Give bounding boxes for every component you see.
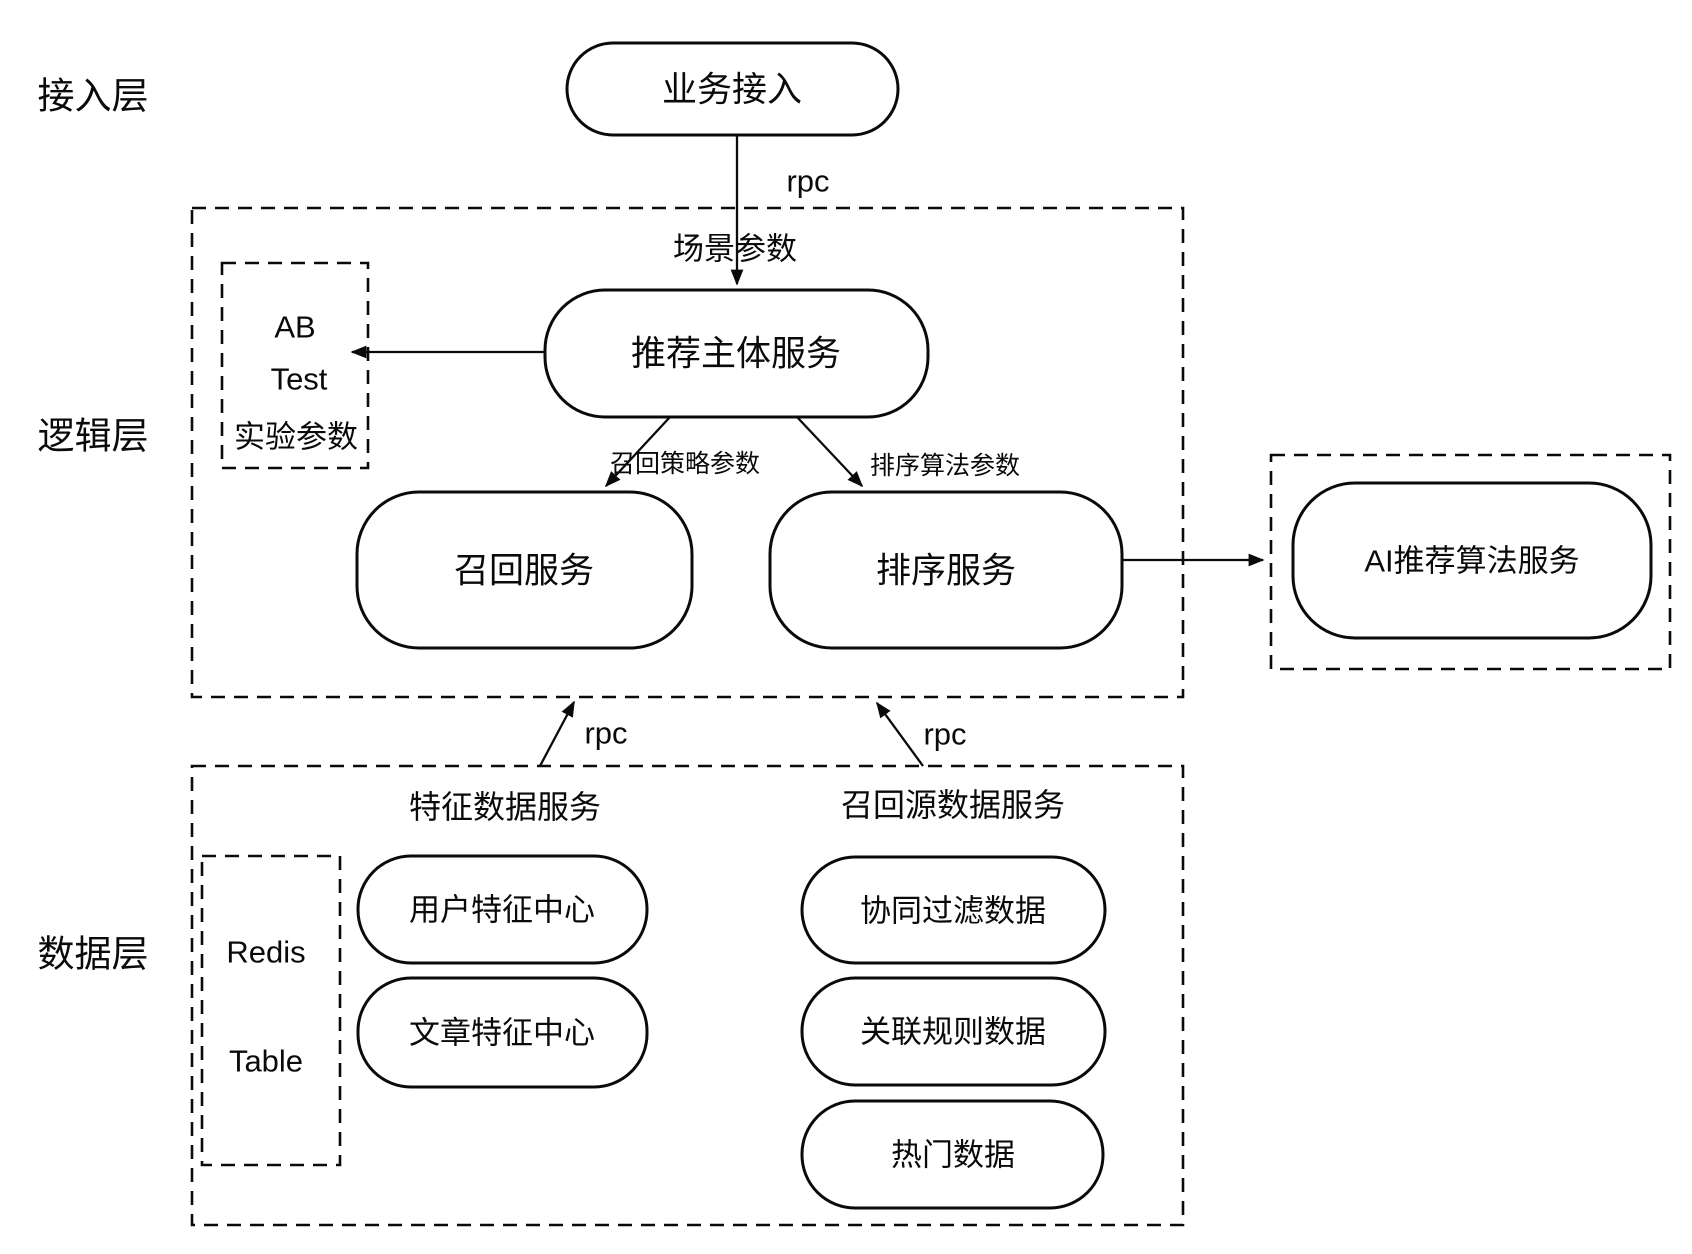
redis-label: Redis (226, 935, 305, 970)
rpc-feature-label: rpc (584, 716, 627, 751)
scene-params-label: 场景参数 (673, 232, 797, 267)
ab-test-box (220, 261, 370, 470)
recall-source-data-service-header: 召回源数据服务 (841, 787, 1065, 823)
node-recommend-main (543, 288, 930, 419)
node-user-feature (356, 854, 649, 965)
redis-table-box (200, 854, 342, 1167)
node-article-feature (356, 976, 649, 1089)
node-recall-service (355, 490, 694, 650)
ab-test-label-line3: 实验参数 (234, 420, 358, 455)
edge-main-to-rank (796, 416, 864, 488)
node-rank-service (768, 490, 1124, 650)
ai-service-box (1269, 453, 1672, 671)
access-layer-label: 接入层 (38, 76, 149, 117)
node-business-access (565, 41, 900, 137)
rpc-top-label: rpc (786, 164, 829, 199)
edge-main-to-recall (604, 416, 671, 488)
edge-recallsource-to-logic (876, 701, 924, 767)
feature-data-service-header: 特征数据服务 (409, 789, 601, 825)
hot-data-label: 热门数据 (891, 1138, 1015, 1173)
ab-test-label-line1: AB (274, 310, 315, 345)
node-hot-data (800, 1099, 1105, 1210)
recall-service-label: 召回服务 (454, 552, 594, 591)
logic-layer-box (190, 206, 1185, 699)
rank-service-label: 排序服务 (876, 552, 1016, 591)
recall-strategy-params-label: 召回策略参数 (610, 450, 760, 478)
business-access-label: 业务接入 (662, 71, 802, 110)
rpc-recall-source-label: rpc (923, 717, 966, 752)
user-feature-label: 用户特征中心 (409, 893, 595, 928)
node-collaborative-filtering (800, 855, 1107, 965)
ai-service-label: AI推荐算法服务 (1364, 544, 1579, 579)
node-association-rules (800, 976, 1107, 1087)
ab-test-label-line2: Test (271, 362, 328, 397)
recommend-main-label: 推荐主体服务 (631, 335, 841, 374)
article-feature-label: 文章特征中心 (409, 1016, 595, 1051)
table-label: Table (229, 1044, 303, 1079)
data-layer-box (190, 764, 1185, 1227)
edge-feature-to-logic (538, 700, 576, 767)
rank-algorithm-params-label: 排序算法参数 (870, 452, 1020, 480)
node-ai-service (1291, 481, 1653, 640)
data-layer-label: 数据层 (38, 934, 149, 975)
logic-layer-label: 逻辑层 (38, 416, 149, 457)
association-rules-label: 关联规则数据 (860, 1015, 1046, 1050)
collaborative-filtering-label: 协同过滤数据 (860, 894, 1046, 929)
